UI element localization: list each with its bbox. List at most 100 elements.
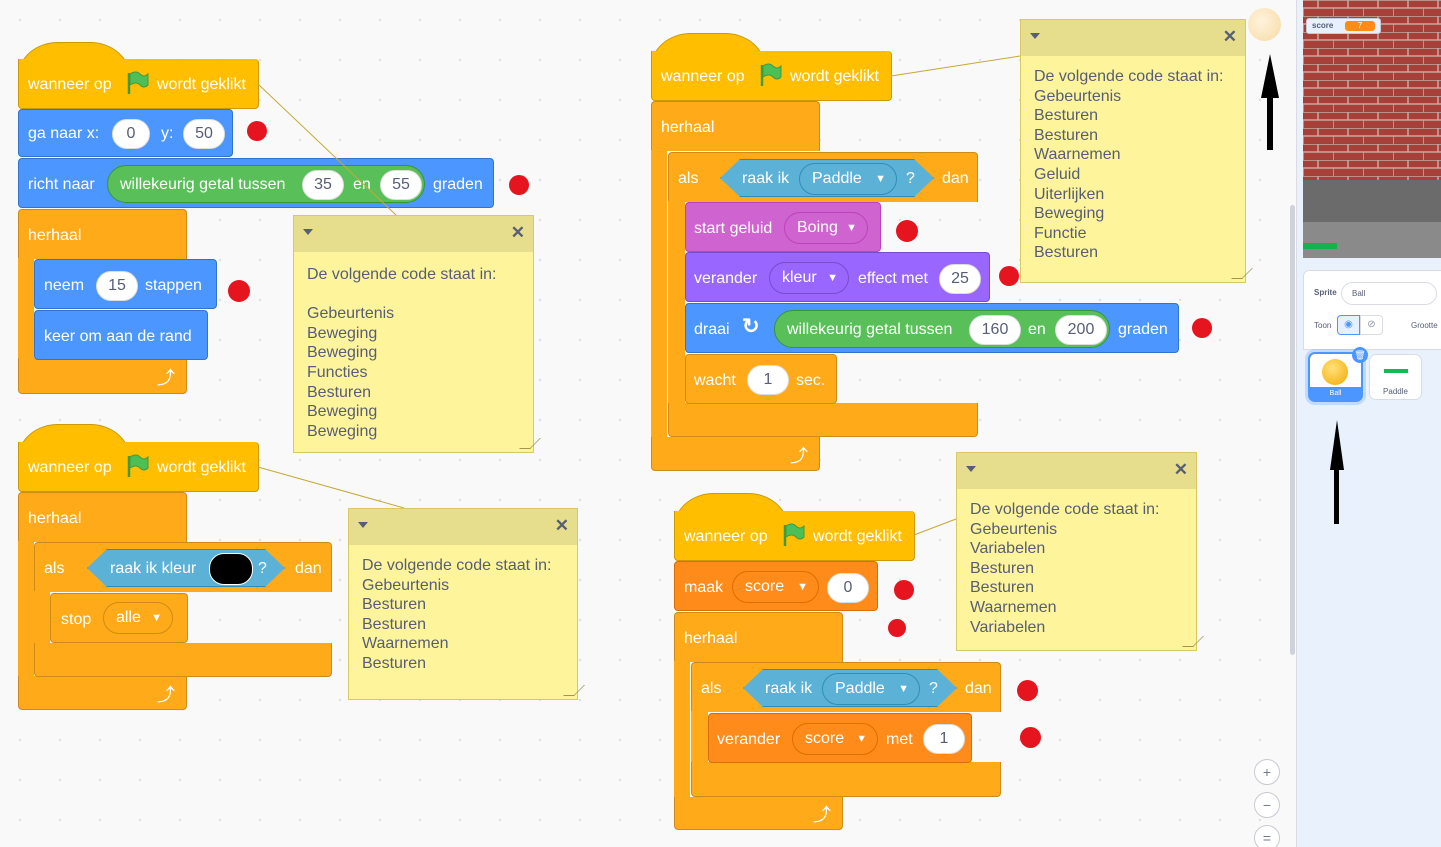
random-operator[interactable]: willekeurig getal tussen 35 en 55 [107,165,425,203]
variable-option-label: score [805,730,845,747]
bounce-block[interactable]: keer om aan de rand [34,310,208,360]
steps-input[interactable]: 15 [96,271,138,301]
color-swatch[interactable] [209,553,253,585]
touching-sensor[interactable]: raak ik Paddle▼ ? [720,159,934,197]
when-flag-clicked-block[interactable]: wanneer op wordt geklikt [18,442,259,492]
random-to-input[interactable]: 200 [1055,315,1107,345]
random-from-input[interactable]: 160 [969,315,1021,345]
collapse-icon[interactable] [303,229,313,235]
effect-value-input[interactable]: 25 [939,264,981,294]
set-variable-block[interactable]: maak score ▼ 0 [674,561,878,611]
touch-target-dropdown[interactable]: Paddle▼ [822,673,920,705]
comment-note-1[interactable]: ✕ De volgende code staat in: Gebeurtenis… [293,215,541,453]
if-footer [34,643,332,677]
collapse-icon[interactable] [358,522,368,528]
effect-dropdown[interactable]: kleur▼ [769,262,849,294]
turn-label: draai [694,321,730,338]
y-input[interactable]: 50 [183,119,225,149]
close-icon[interactable]: ✕ [510,223,525,242]
change-variable-block[interactable]: verander score▼ met 1 [708,713,972,763]
wait-label: wacht [694,372,736,389]
set-label: maak [684,579,724,596]
zoom-out-button[interactable]: − [1254,792,1280,818]
monitor-value: 7 [1345,21,1375,31]
touching-sensor[interactable]: raak ik Paddle▼ ? [743,669,957,707]
forever-arm [18,258,34,358]
when-flag-clicked-block[interactable]: wanneer op wordt geklikt [674,511,915,561]
change-effect-block[interactable]: verander kleur▼ effect met 25 [685,252,990,302]
random-operator[interactable]: willekeurig getal tussen 160 en 200 [774,310,1110,348]
dropdown-caret-icon: ▼ [846,222,857,234]
hide-eye-icon[interactable]: ⊘ [1360,315,1383,335]
stop-block[interactable]: stop alle▼ [50,593,188,643]
comment-note-3[interactable]: ✕ De volgende code staat in: Gebeurtenis… [1020,19,1253,283]
forever-block[interactable]: herhaal [651,101,820,151]
forever-block[interactable]: herhaal [18,209,187,259]
collapse-icon[interactable] [966,466,976,472]
turn-block[interactable]: draai ↻ willekeurig getal tussen 160 en … [685,303,1179,353]
close-icon[interactable]: ✕ [1173,460,1188,479]
trash-icon[interactable]: 🗑 [1352,347,1368,363]
random-from-input[interactable]: 35 [302,170,344,200]
note-connector-line [890,55,1021,77]
touching-color-sensor[interactable]: raak ik kleur ? [87,549,285,587]
collapse-icon[interactable] [1030,33,1040,39]
variable-dropdown[interactable]: score ▼ [732,571,819,603]
forever-block[interactable]: herhaal [18,492,187,542]
sprite-tile-ball[interactable]: Ball 🗑 [1308,347,1368,402]
sound-label: start geluid [694,220,773,237]
wait-block[interactable]: wacht 1 sec. [685,354,837,404]
sprite-name-input[interactable]: Ball [1341,282,1437,305]
when-flag-clicked-block[interactable]: wanneer op wordt geklikt [651,51,892,101]
breakpoint-marker [247,121,267,141]
breakpoint-marker [1020,727,1041,748]
monitor-label: score [1312,21,1334,30]
change-value-input[interactable]: 1 [923,724,965,754]
set-value-input[interactable]: 0 [827,573,869,603]
forever-block[interactable]: herhaal [674,612,843,662]
variable-dropdown[interactable]: score▼ [792,723,878,755]
zoom-reset-button[interactable]: = [1254,825,1280,847]
comment-note-2[interactable]: ✕ De volgende code staat in: Gebeurtenis… [348,508,585,700]
note-header [349,509,577,545]
dropdown-caret-icon: ▼ [797,581,808,593]
random-to-input[interactable]: 55 [380,170,422,200]
x-input[interactable]: 0 [112,119,150,149]
close-icon[interactable]: ✕ [554,516,569,535]
stage-backdrop [1303,0,1441,258]
close-icon[interactable]: ✕ [1222,27,1237,46]
effect-option-label: kleur [782,269,817,286]
degrees-label: graden [433,176,483,193]
start-sound-block[interactable]: start geluid Boing ▼ [685,202,881,252]
sound-dropdown[interactable]: Boing ▼ [784,212,868,244]
if-arm [691,711,708,763]
stage[interactable]: score 7 [1303,0,1441,258]
question-mark: ? [906,170,915,187]
sprite-tile-label: Paddle [1383,387,1408,396]
point-in-direction-block[interactable]: richt naar willekeurig getal tussen 35 e… [18,158,494,208]
note-text: De volgende code staat in: Gebeurtenis B… [1034,68,1224,262]
score-monitor[interactable]: score 7 [1306,18,1381,34]
wait-input[interactable]: 1 [747,365,789,395]
code-workspace[interactable]: wanneer op wordt geklikt ga naar x: 0 y:… [0,0,1296,847]
move-steps-block[interactable]: neem 15 stappen [34,259,217,309]
sprite-tile-paddle[interactable]: Paddle [1369,354,1422,400]
random-label: willekeurig getal tussen [120,176,286,193]
variable-option-label: score [745,578,785,595]
forever-arm [674,661,690,798]
comment-note-4[interactable]: ✕ De volgende code staat in: Gebeurtenis… [956,452,1204,651]
hat-label-post: wordt geklikt [157,459,246,476]
when-flag-clicked-block[interactable]: wanneer op wordt geklikt [18,59,259,109]
zoom-in-button[interactable]: + [1254,759,1280,785]
stop-option-dropdown[interactable]: alle▼ [103,602,173,634]
goto-xy-block[interactable]: ga naar x: 0 y: 50 [18,109,233,157]
sound-option-label: Boing [797,219,838,236]
sprite-tile-label: Ball [1310,387,1361,400]
workspace-scrollbar[interactable] [1290,205,1295,655]
if-block[interactable]: als raak ik Paddle▼ ? dan [668,152,978,202]
breakpoint-marker [1017,680,1038,701]
touch-target-dropdown[interactable]: Paddle▼ [799,163,897,195]
if-block[interactable]: als raak ik kleur ? dan [34,542,332,592]
show-eye-icon[interactable]: ◉ [1337,315,1360,335]
if-block[interactable]: als raak ik Paddle▼ ? dan [691,662,1001,712]
